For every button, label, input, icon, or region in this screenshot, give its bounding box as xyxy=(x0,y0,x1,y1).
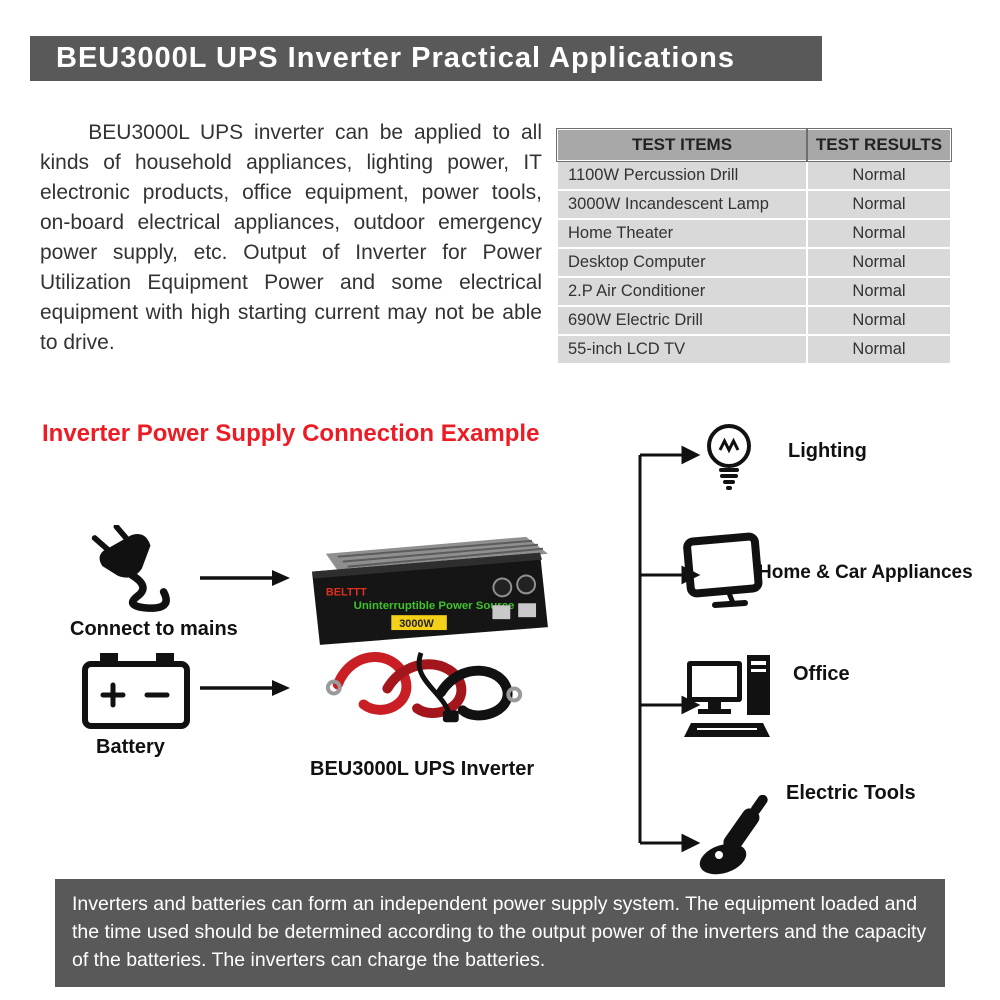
test-result-cell: Normal xyxy=(806,247,952,278)
test-item-cell: 690W Electric Drill xyxy=(556,305,808,336)
test-result-cell: Normal xyxy=(806,189,952,220)
arrow-right-icon xyxy=(200,680,290,696)
battery-icon xyxy=(80,650,192,737)
test-item-cell: 3000W Incandescent Lamp xyxy=(556,189,808,220)
office-label: Office xyxy=(793,663,850,685)
test-item-cell: 2.P Air Conditioner xyxy=(556,276,808,307)
connect-to-mains-label: Connect to mains xyxy=(70,618,238,640)
table-header-row: TEST ITEMS TEST RESULTS xyxy=(556,128,952,162)
inverter-brand-text: BELTTT xyxy=(326,586,367,598)
inverter-face-text: Uninterruptible Power Source xyxy=(354,600,515,612)
table-row: Home Theater Normal xyxy=(556,218,952,249)
mains-plug-icon xyxy=(88,523,192,626)
table-row: 2.P Air Conditioner Normal xyxy=(556,276,952,307)
table-row: 3000W Incandescent Lamp Normal xyxy=(556,189,952,220)
table-row: 55-inch LCD TV Normal xyxy=(556,334,952,365)
test-result-cell: Normal xyxy=(806,334,952,365)
footer-text: Inverters and batteries can form an inde… xyxy=(72,893,927,971)
table-row: Desktop Computer Normal xyxy=(556,247,952,278)
electric-tools-label: Electric Tools xyxy=(786,782,916,804)
test-result-cell: Normal xyxy=(806,276,952,307)
lighting-label: Lighting xyxy=(788,440,867,462)
battery-label: Battery xyxy=(96,736,165,758)
table-row: 1100W Percussion Drill Normal xyxy=(556,160,952,191)
intro-paragraph: BEU3000L UPS inverter can be applied to … xyxy=(40,121,542,354)
col-header-test-items: TEST ITEMS xyxy=(556,128,808,162)
tv-icon xyxy=(683,531,763,620)
test-item-cell: Desktop Computer xyxy=(556,247,808,278)
diagram-title: Inverter Power Supply Connection Example xyxy=(42,420,540,447)
test-result-cell: Normal xyxy=(806,160,952,191)
col-header-test-results: TEST RESULTS xyxy=(806,128,952,162)
test-item-cell: Home Theater xyxy=(556,218,808,249)
footer-note: Inverters and batteries can form an inde… xyxy=(55,879,945,987)
angle-grinder-icon xyxy=(693,794,778,892)
test-results-table: TEST ITEMS TEST RESULTS 1100W Percussion… xyxy=(556,128,952,365)
desktop-computer-icon xyxy=(683,651,778,748)
test-item-cell: 1100W Percussion Drill xyxy=(556,160,808,191)
home-car-appliances-label: Home & Car Appliances xyxy=(758,562,973,583)
inverter-power-badge: 3000W xyxy=(399,618,434,630)
inverter-product-image: BELTTT Uninterruptible Power Source 3000… xyxy=(292,522,560,755)
test-result-cell: Normal xyxy=(806,218,952,249)
test-result-cell: Normal xyxy=(806,305,952,336)
table-row: 690W Electric Drill Normal xyxy=(556,305,952,336)
header-banner: BEU3000L UPS Inverter Practical Applicat… xyxy=(30,36,822,81)
test-item-cell: 55-inch LCD TV xyxy=(556,334,808,365)
page-title: BEU3000L UPS Inverter Practical Applicat… xyxy=(56,42,736,74)
inverter-label: BEU3000L UPS Inverter xyxy=(310,758,535,780)
lightbulb-icon xyxy=(700,422,758,497)
arrow-right-icon xyxy=(200,570,290,586)
